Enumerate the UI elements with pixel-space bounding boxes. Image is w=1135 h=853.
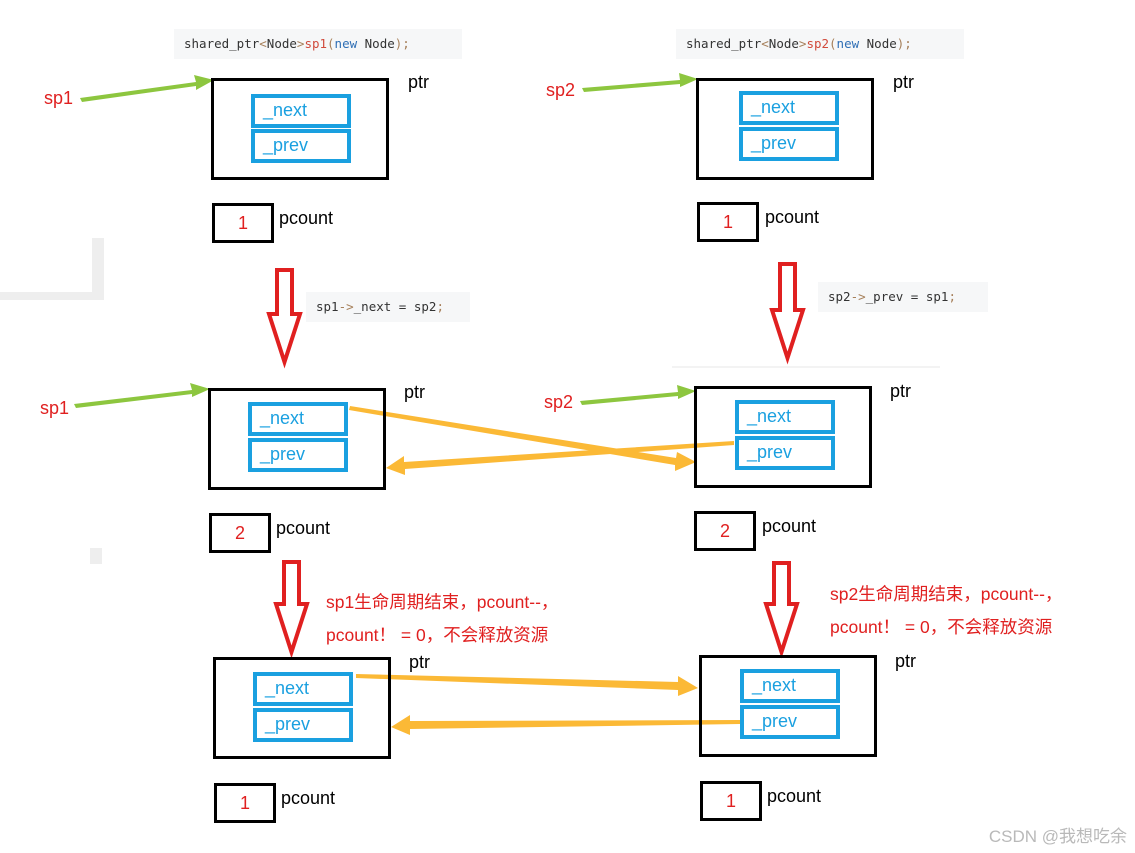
field-prev-sp1-row2: _prev — [248, 438, 348, 472]
label-pcount-sp1-row3: pcount — [281, 788, 336, 808]
label-pcount-sp1-row1: pcount — [279, 208, 334, 228]
label-pcount-sp1-row2: pcount — [276, 518, 331, 538]
label-ptr-sp1-row2: ptr — [404, 382, 426, 402]
field-next-sp1-row1: _next — [251, 94, 351, 128]
label-sp2-row1: sp2 — [546, 80, 576, 100]
count-box-sp2-row3: 1 — [700, 781, 762, 821]
note-sp1-line1: sp1生命周期结束，pcount--， — [326, 592, 559, 612]
label-pcount-sp2-row3: pcount — [767, 786, 822, 806]
watermark: CSDN @我想吃余 — [988, 827, 1127, 846]
note-sp2-end-of-life: sp2生命周期结束，pcount--， pcount！ = 0，不会释放资源 — [830, 578, 1062, 644]
link-arrows — [349, 406, 740, 735]
label-sp1-row2: sp1 — [40, 398, 70, 418]
note-sp2-line2: pcount！ = 0，不会释放资源 — [830, 617, 1053, 637]
link-next-arrow-row3 — [356, 674, 698, 696]
count-box-sp2-row1: 1 — [697, 202, 759, 242]
node-box-sp1-row1: _next _prev — [211, 78, 389, 180]
down-arrow-right-2 — [763, 561, 800, 659]
node-box-sp2-row2: _next _prev — [694, 386, 872, 488]
code-decl-sp2: shared_ptr<Node>sp2(new Node); — [676, 29, 964, 59]
count-box-sp1-row2: 2 — [209, 513, 271, 553]
sp2-pointer-arrow-row2 — [580, 385, 696, 405]
count-box-sp1-row3: 1 — [214, 783, 276, 823]
label-ptr-sp2-row2: ptr — [890, 381, 912, 401]
node-box-sp2-row3: _next _prev — [699, 655, 877, 757]
field-prev-sp1-row1: _prev — [251, 129, 351, 163]
artifact-line — [672, 366, 940, 368]
label-ptr-sp1-row3: ptr — [409, 652, 431, 672]
field-next-sp2-row1: _next — [739, 91, 839, 125]
field-prev-sp2-row2: _prev — [735, 436, 835, 470]
link-next-arrow-row2 — [349, 406, 696, 471]
label-ptr-sp2-row1: ptr — [893, 72, 915, 92]
link-prev-arrow-row2 — [386, 441, 734, 475]
note-sp2-line1: sp2生命周期结束，pcount--， — [830, 584, 1063, 604]
field-prev-sp2-row3: _prev — [740, 705, 840, 739]
label-ptr-sp2-row3: ptr — [895, 651, 917, 671]
note-sp1-end-of-life: sp1生命周期结束，pcount--， pcount！ = 0，不会释放资源 — [326, 586, 558, 652]
count-box-sp1-row1: 1 — [212, 203, 274, 243]
field-next-sp1-row3: _next — [253, 672, 353, 706]
down-arrow-right-1 — [769, 262, 806, 365]
field-prev-sp2-row1: _prev — [739, 127, 839, 161]
link-prev-arrow-row3 — [391, 715, 740, 735]
field-next-sp1-row2: _next — [248, 402, 348, 436]
pointer-arrows — [74, 73, 698, 408]
node-box-sp1-row2: _next _prev — [208, 388, 386, 490]
node-box-sp1-row3: _next _prev — [213, 657, 391, 759]
field-prev-sp1-row3: _prev — [253, 708, 353, 742]
sp1-pointer-arrow-row2 — [74, 383, 210, 408]
node-box-sp2-row1: _next _prev — [696, 78, 874, 180]
code-assign-prev: sp2->_prev = sp1; — [818, 282, 988, 312]
note-sp1-line2: pcount！ = 0，不会释放资源 — [326, 625, 549, 645]
artifact-bracket-vertical — [92, 238, 104, 300]
down-arrow-left-1 — [266, 268, 303, 369]
decorative-artifacts — [0, 238, 940, 564]
label-pcount-sp2-row2: pcount — [762, 516, 817, 536]
artifact-dot — [90, 548, 102, 564]
sp1-pointer-arrow-row1 — [80, 75, 214, 102]
field-next-sp2-row3: _next — [740, 669, 840, 703]
artifact-bracket-horizontal — [0, 292, 104, 300]
label-sp1-row1: sp1 — [44, 88, 74, 108]
down-arrows — [266, 262, 806, 659]
code-decl-sp1: shared_ptr<Node>sp1(new Node); — [174, 29, 462, 59]
label-pcount-sp2-row1: pcount — [765, 207, 820, 227]
count-box-sp2-row2: 2 — [694, 511, 756, 551]
code-assign-next: sp1->_next = sp2; — [306, 292, 470, 322]
label-ptr-sp1-row1: ptr — [408, 72, 430, 92]
field-next-sp2-row2: _next — [735, 400, 835, 434]
sp2-pointer-arrow-row1 — [582, 73, 698, 92]
label-sp2-row2: sp2 — [544, 392, 574, 412]
down-arrow-left-2 — [273, 560, 310, 659]
